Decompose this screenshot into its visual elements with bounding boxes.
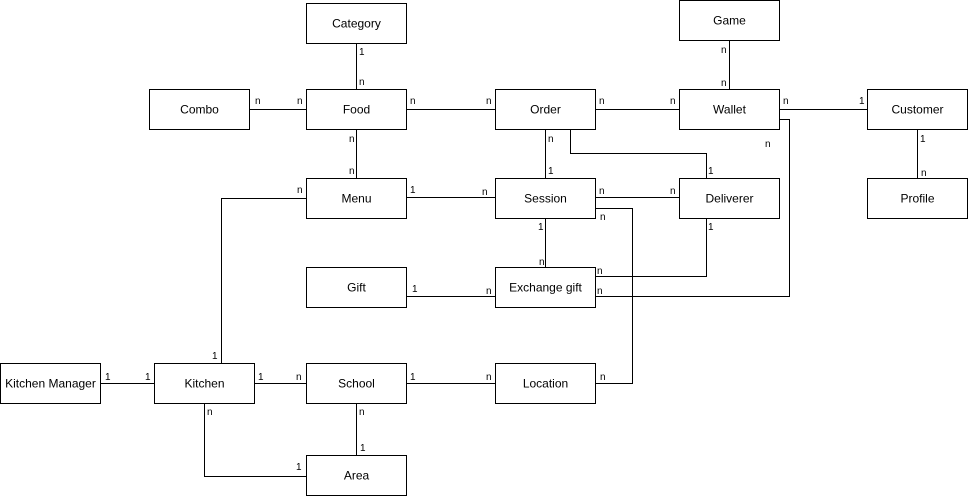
- card-deliverer-exchange-b: n: [597, 266, 603, 277]
- entity-kitchen-box: [154, 363, 255, 404]
- card-wallet-exchange-a: n: [765, 139, 771, 150]
- card-order-session-a: n: [548, 134, 554, 145]
- entity-area: Area: [344, 469, 370, 483]
- entity-deliverer-box: [679, 178, 780, 219]
- entity-deliverer: Deliverer: [705, 192, 753, 206]
- entity-area-box: [306, 455, 407, 496]
- entity-session: Session: [524, 192, 567, 206]
- card-food-menu-b: n: [349, 166, 355, 177]
- line-order-deliverer: [570, 129, 707, 178]
- line-deliverer-exchange: [595, 218, 707, 277]
- entity-customer-box: [867, 89, 968, 130]
- card-combo-food-a: n: [255, 96, 261, 107]
- card-session-location: n: [600, 212, 606, 223]
- card-food-order-a: n: [410, 96, 416, 107]
- card-session-deliverer-a: n: [599, 186, 605, 197]
- entity-exchange-gift: Exchange gift: [509, 281, 582, 295]
- card-school-area-a: n: [359, 407, 365, 418]
- card-deliverer-exchange-a: 1: [708, 222, 714, 233]
- card-location-session: n: [600, 372, 606, 383]
- entity-location: Location: [523, 377, 568, 391]
- entity-session-box: [495, 178, 596, 219]
- entity-wallet-box: [679, 89, 780, 130]
- card-gift-exchange-a: 1: [412, 284, 418, 295]
- entity-location-box: [495, 363, 596, 404]
- entity-kitchen: Kitchen: [184, 377, 224, 391]
- entity-kitchen-manager: Kitchen Manager: [5, 377, 96, 391]
- entity-order: Order: [530, 103, 561, 117]
- entity-school: School: [338, 377, 375, 391]
- card-food-menu-a: n: [349, 134, 355, 145]
- card-school-area-b: 1: [360, 443, 366, 454]
- entity-profile-box: [867, 178, 968, 219]
- entity-exchange-gift-box: [495, 267, 596, 308]
- card-food-order-b: n: [486, 96, 492, 107]
- card-game-wallet-b: n: [721, 78, 727, 89]
- entity-order-box: [495, 89, 596, 130]
- card-game-wallet-a: n: [721, 45, 727, 56]
- entity-game-box: [679, 0, 780, 41]
- entity-category: Category: [332, 17, 381, 31]
- card-menu-session-a: 1: [410, 185, 416, 196]
- line-menu-kitchen: [221, 198, 306, 365]
- card-wallet-customer-a: n: [783, 96, 789, 107]
- line-wallet-exchange: [595, 119, 790, 297]
- card-wallet-customer-b: 1: [859, 96, 865, 107]
- card-kitchen-area-a: n: [207, 407, 213, 418]
- card-kitchen-area-b: 1: [296, 462, 302, 473]
- card-order-deliverer: 1: [708, 166, 714, 177]
- entity-gift: Gift: [347, 281, 366, 295]
- card-category-food-b: n: [359, 77, 365, 88]
- card-kitchen-school-a: 1: [258, 372, 264, 383]
- entity-kitchen-manager-box: [0, 363, 101, 404]
- entity-combo-box: [149, 89, 250, 130]
- entity-customer: Customer: [891, 103, 943, 117]
- card-school-location-b: n: [486, 372, 492, 383]
- card-gift-exchange-b: n: [486, 286, 492, 297]
- card-school-location-a: 1: [410, 372, 416, 383]
- card-wallet-exchange-b: n: [597, 286, 603, 297]
- entity-menu-box: [306, 178, 407, 219]
- line-kitchen-area: [204, 404, 306, 477]
- entity-game: Game: [713, 14, 746, 28]
- card-session-exchange-a: 1: [538, 222, 544, 233]
- card-menu-session-b: n: [482, 187, 488, 198]
- entity-food-box: [306, 89, 407, 130]
- entity-profile: Profile: [900, 192, 934, 206]
- entity-category-box: [306, 3, 407, 44]
- card-menu-kitchen-b: 1: [212, 351, 218, 362]
- card-category-food-a: 1: [359, 47, 365, 58]
- card-customer-profile-b: n: [921, 168, 927, 179]
- entity-food: Food: [343, 103, 370, 117]
- card-order-session-b: 1: [548, 166, 554, 177]
- card-km-kitchen-a: 1: [105, 372, 111, 383]
- entity-menu: Menu: [341, 192, 371, 206]
- entity-gift-box: [306, 267, 407, 308]
- card-order-wallet-a: n: [599, 96, 605, 107]
- card-km-kitchen-b: 1: [145, 372, 151, 383]
- card-customer-profile-a: 1: [920, 134, 926, 145]
- card-session-exchange-b: n: [539, 257, 545, 268]
- entity-wallet: Wallet: [713, 103, 747, 117]
- entity-school-box: [306, 363, 407, 404]
- entity-combo: Combo: [180, 103, 219, 117]
- card-session-deliverer-b: n: [670, 186, 676, 197]
- card-order-wallet-b: n: [670, 96, 676, 107]
- card-kitchen-school-b: n: [296, 372, 302, 383]
- card-combo-food-b: n: [297, 96, 303, 107]
- card-menu-kitchen-a: n: [297, 185, 303, 196]
